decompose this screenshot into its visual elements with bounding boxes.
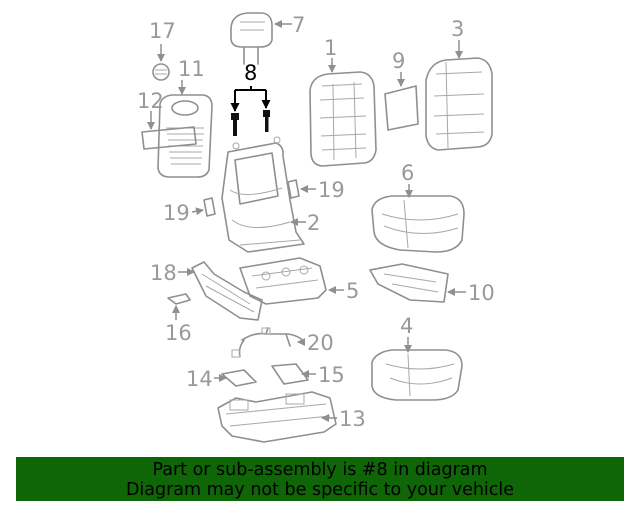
part-clip-right: [287, 179, 300, 199]
part-seat-back-frame: [309, 71, 377, 167]
callout-16: 16: [165, 321, 192, 345]
callout-6: 6: [401, 161, 414, 185]
part-headrest: [230, 12, 273, 65]
seat-parts-diagram: 7 8 17 11 12: [137, 12, 495, 443]
callout-1: 1: [324, 36, 337, 60]
callout-8: 8: [244, 61, 257, 85]
callout-2: 2: [307, 211, 320, 235]
part-seat-frame: [221, 136, 305, 253]
part-back-pad: [384, 85, 419, 131]
part-map-pocket: [141, 126, 197, 150]
part-bracket-right: [271, 363, 309, 385]
callout-5: 5: [346, 279, 359, 303]
banner-line-disclaimer: Diagram may not be specific to your vehi…: [125, 480, 515, 500]
callout-10: 10: [468, 281, 495, 305]
callout-15: 15: [318, 363, 345, 387]
info-banner: Part or sub-assembly is #8 in diagram Di…: [16, 457, 624, 501]
part-handle: [167, 293, 191, 305]
part-cushion-cover: [371, 195, 465, 253]
callout-11: 11: [178, 57, 205, 81]
part-knob: [152, 63, 170, 81]
part-bracket-left: [221, 369, 257, 387]
callout-3: 3: [451, 17, 464, 41]
callout-20: 20: [307, 331, 334, 355]
callout-4: 4: [400, 314, 413, 338]
part-wiring-harness: [231, 327, 305, 358]
part-cushion-frame: [239, 257, 327, 305]
callout-17: 17: [149, 19, 176, 43]
callout-7: 7: [292, 13, 305, 37]
part-side-shield: [191, 261, 263, 321]
part-clip-left: [203, 197, 216, 217]
part-bolts: 8: [230, 61, 271, 136]
banner-line-part: Part or sub-assembly is #8 in diagram: [152, 460, 488, 480]
callout-19-left: 19: [163, 201, 190, 225]
callout-9: 9: [392, 49, 405, 73]
part-seat-track: [217, 391, 337, 443]
part-cushion-pad: [371, 349, 463, 401]
callout-13: 13: [339, 407, 366, 431]
callout-19-right: 19: [318, 178, 345, 202]
part-seat-back-cover: [425, 57, 493, 151]
callout-12: 12: [137, 89, 164, 113]
callout-18: 18: [150, 261, 177, 285]
part-back-panel: [157, 94, 213, 178]
part-heater-pad: [369, 263, 449, 303]
callout-14: 14: [186, 367, 213, 391]
